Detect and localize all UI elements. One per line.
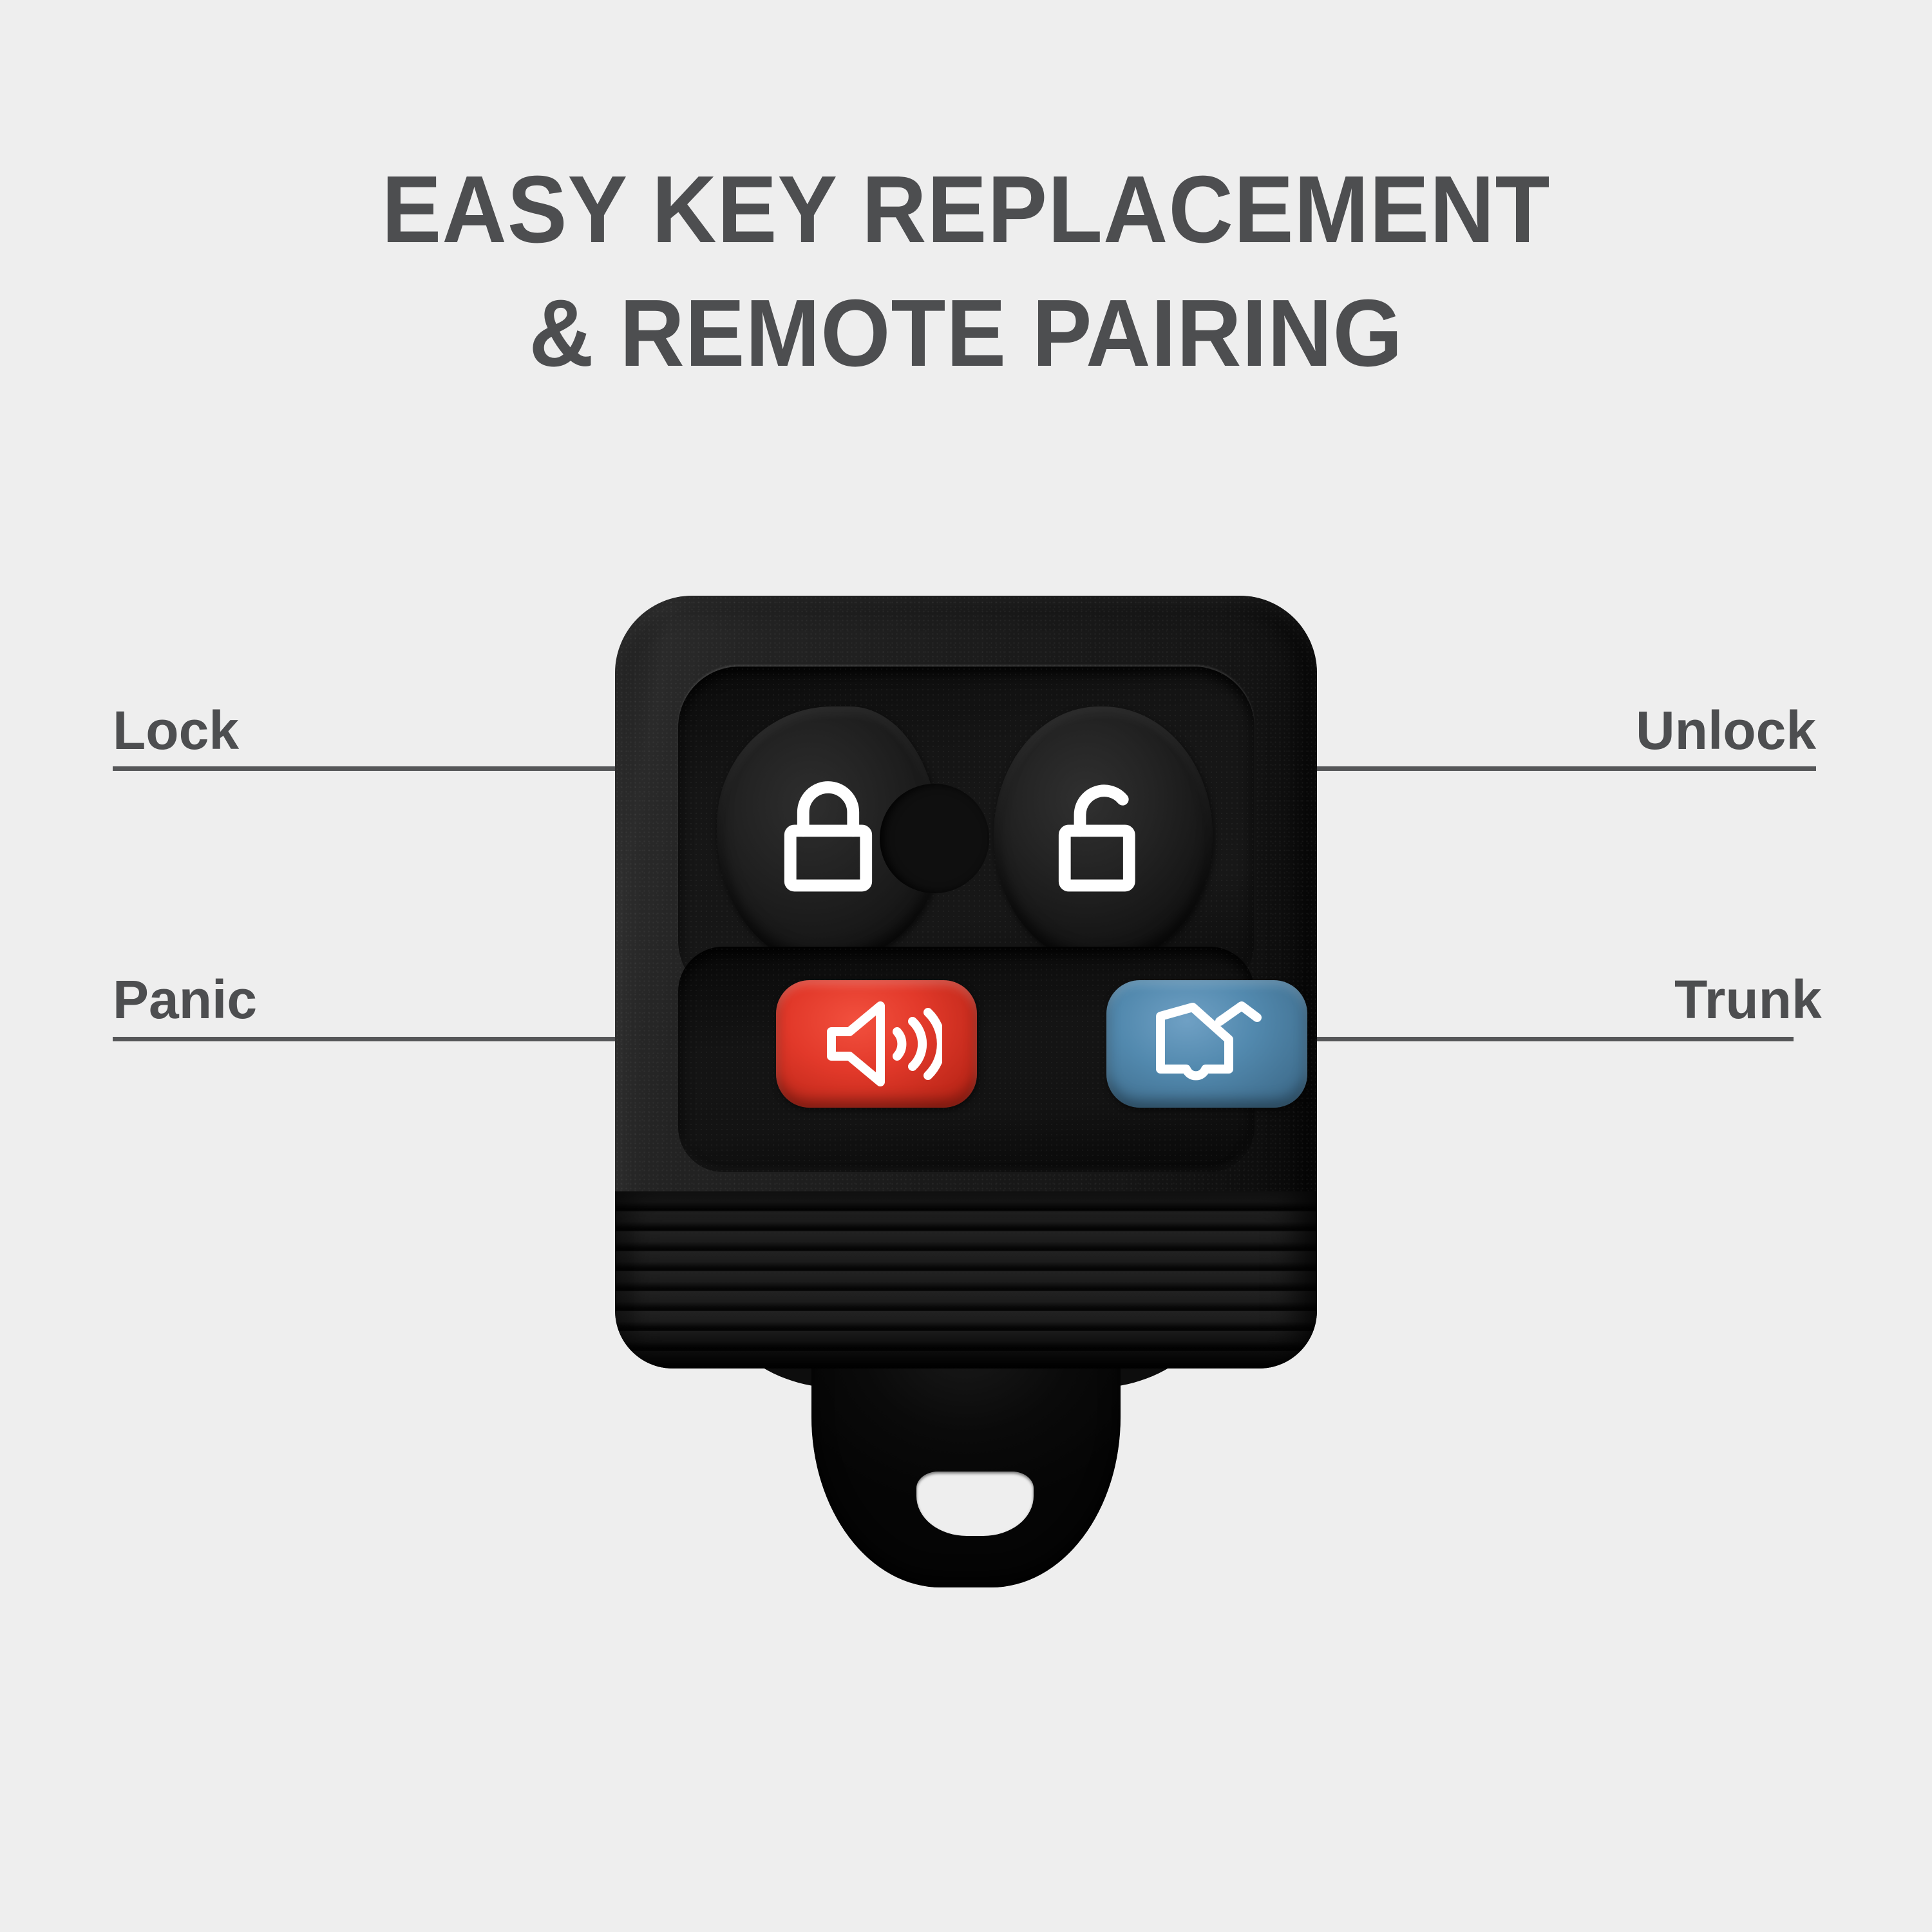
callout-line-trunk	[1227, 1037, 1794, 1041]
lock-button[interactable]	[717, 706, 989, 964]
trunk-button[interactable]	[1106, 980, 1307, 1108]
callout-label-panic: Panic	[113, 969, 258, 1030]
page-title-line-1: EASY KEY REPLACEMENT	[381, 156, 1551, 263]
fob-body	[615, 596, 1317, 1368]
callout-label-unlock: Unlock	[1636, 700, 1817, 761]
trunk-open-icon	[1156, 1001, 1262, 1081]
page-title-line-2: & REMOTE PAIRING	[529, 280, 1403, 387]
callout-line-panic	[113, 1037, 760, 1041]
panic-button[interactable]	[776, 980, 977, 1108]
lower-button-well	[678, 947, 1307, 1172]
unlock-button[interactable]	[994, 706, 1213, 964]
padlock-open-icon	[1058, 784, 1135, 892]
keyring-hole	[916, 1472, 1034, 1536]
upper-button-well	[678, 667, 1255, 1001]
key-fob-remote	[615, 596, 1317, 1591]
callout-line-lock	[113, 766, 782, 771]
page-title: EASY KEY REPLACEMENT & REMOTE PAIRING	[0, 148, 1932, 396]
callout-label-lock: Lock	[113, 700, 240, 761]
callout-label-trunk: Trunk	[1674, 969, 1822, 1030]
padlock-closed-icon	[784, 781, 873, 892]
ribbed-grip	[615, 1191, 1317, 1368]
callout-line-unlock	[1214, 766, 1816, 771]
horn-speaker-icon	[827, 1001, 942, 1086]
